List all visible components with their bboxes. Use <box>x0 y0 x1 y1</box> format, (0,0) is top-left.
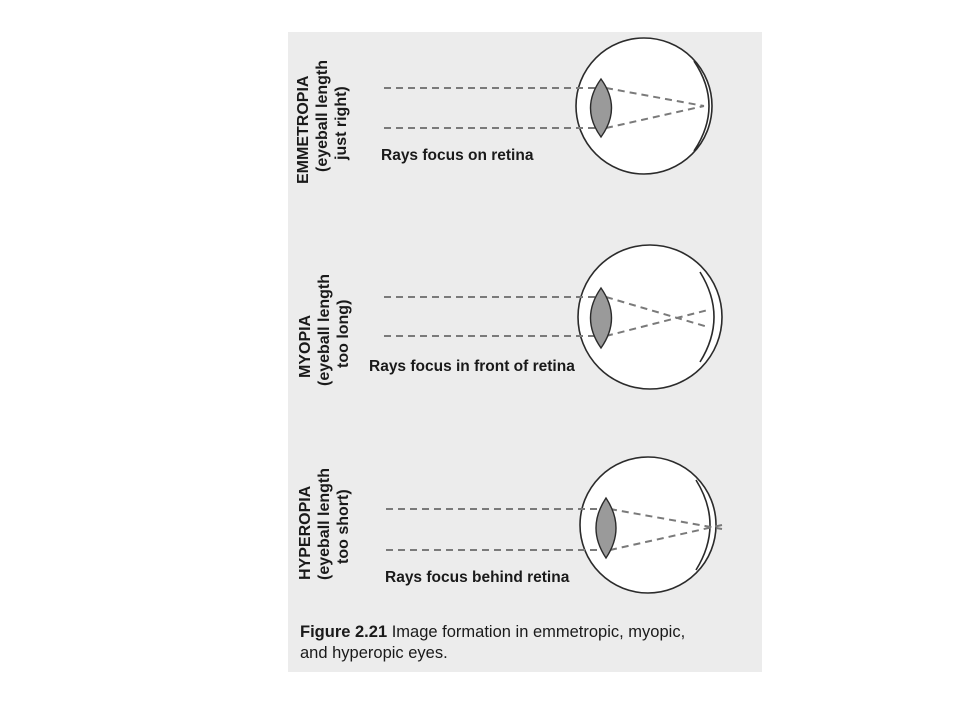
myopia-detail-line1: (eyeball length <box>316 274 333 386</box>
hyperopia-lens <box>595 496 617 560</box>
emmetropia-panel: EMMETROPIA (eyeball length just right) R… <box>295 37 713 184</box>
emmetropia-label: EMMETROPIA <box>295 75 312 184</box>
hyperopia-ray-top-refracted <box>609 508 723 530</box>
myopia-label: MYOPIA <box>297 314 314 378</box>
hyperopia-detail-line1: (eyeball length <box>316 468 333 580</box>
hyperopia-label: HYPEROPIA <box>297 485 314 580</box>
figure-caption-line1: Figure 2.21 Image formation in emmetropi… <box>300 622 750 643</box>
emmetropia-detail-line2: just right) <box>333 86 350 161</box>
figure-number: Figure 2.21 <box>300 623 388 641</box>
emmetropia-caption: Rays focus on retina <box>381 147 534 164</box>
myopia-caption: Rays focus in front of retina <box>369 358 575 375</box>
hyperopia-caption: Rays focus behind retina <box>385 569 570 586</box>
hyperopia-retina <box>695 479 711 571</box>
emmetropia-retina <box>693 60 710 152</box>
emmetropia-lens <box>589 77 613 139</box>
figure-caption-text1: Image formation in emmetropic, myopic, <box>391 623 686 641</box>
myopia-lens <box>589 286 613 350</box>
emmetropia-eyeball <box>575 37 713 175</box>
hyperopia-eyeball <box>579 456 717 594</box>
eye-diagram: EMMETROPIA (eyeball length just right) R… <box>295 37 723 594</box>
myopia-retina <box>699 271 715 363</box>
hyperopia-detail-line2: too short) <box>335 489 352 564</box>
myopia-detail-line2: too long) <box>335 300 352 368</box>
myopia-ray-top-refracted <box>605 296 709 328</box>
figure-panel: EMMETROPIA (eyeball length just right) R… <box>288 32 762 672</box>
emmetropia-ray-bottom-refracted <box>605 105 705 129</box>
myopia-eyeball <box>577 244 723 390</box>
emmetropia-detail-line1: (eyeball length <box>314 60 331 172</box>
hyperopia-panel: HYPEROPIA (eyeball length too short) Ray… <box>297 456 723 594</box>
myopia-panel: MYOPIA (eyeball length too long) Rays fo… <box>297 244 723 390</box>
figure-caption-line2: and hyperopic eyes. <box>300 644 448 662</box>
figure-caption: Figure 2.21 Image formation in emmetropi… <box>300 622 750 664</box>
myopia-ray-bottom-refracted <box>605 309 709 337</box>
emmetropia-ray-top-refracted <box>605 87 705 107</box>
